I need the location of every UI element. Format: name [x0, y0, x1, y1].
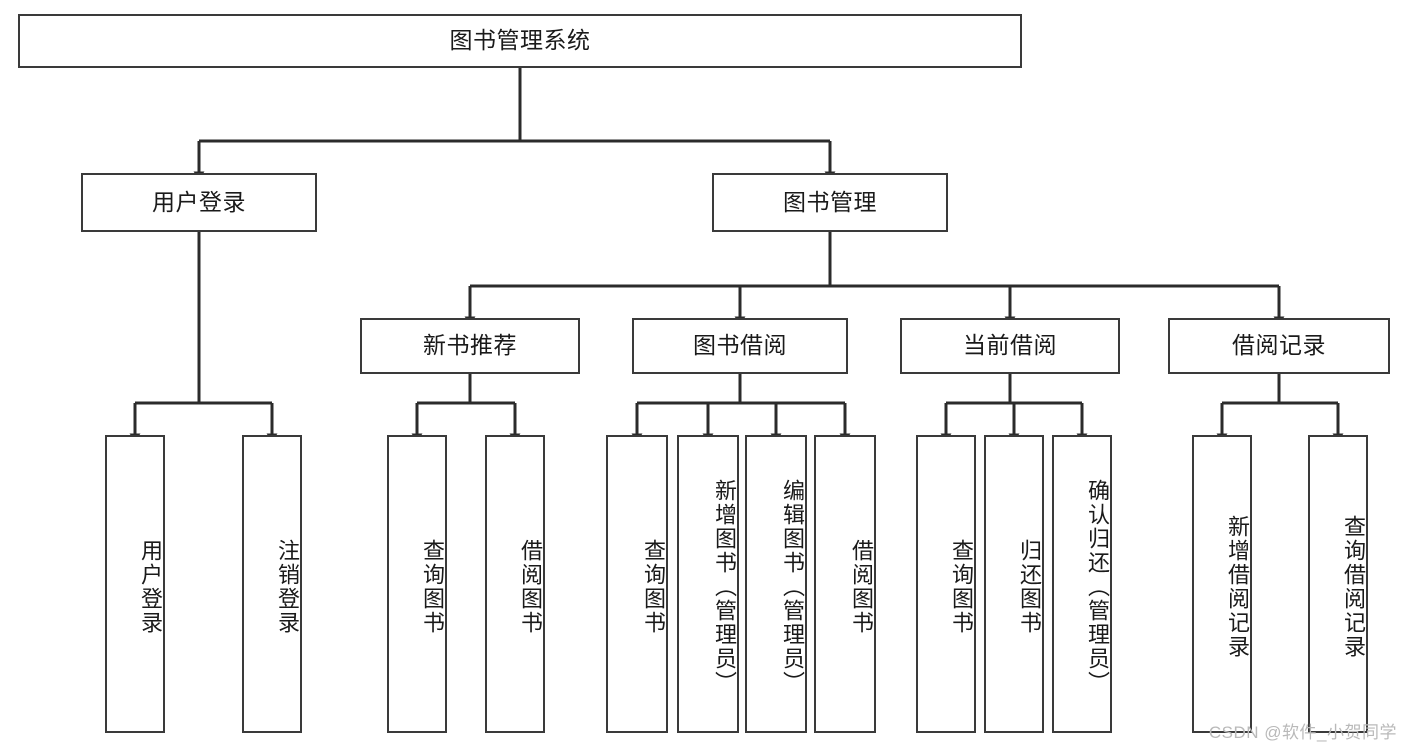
node-label: 查询图书: [949, 539, 974, 635]
node-label: 注销登录: [275, 539, 300, 635]
node-label: 编辑图书（管理员）: [780, 479, 805, 695]
node-user-login-leaf[interactable]: 用户登录: [105, 435, 165, 733]
node-label: 查询图书: [420, 539, 445, 635]
node-label: 归还图书: [1017, 539, 1042, 635]
node-records-query[interactable]: 查询借阅记录: [1308, 435, 1368, 733]
node-borrow-add-book[interactable]: 新增图书（管理员）: [677, 435, 739, 733]
node-label: 用户登录: [152, 188, 246, 215]
node-label: 借阅图书: [849, 539, 874, 635]
node-current-query-book[interactable]: 查询图书: [916, 435, 976, 733]
node-label: 查询借阅记录: [1341, 515, 1366, 659]
node-label: 借阅记录: [1232, 332, 1326, 359]
node-label: 图书管理系统: [449, 27, 591, 54]
node-borrow-query-book[interactable]: 查询图书: [606, 435, 668, 733]
node-book-management[interactable]: 图书管理: [712, 173, 948, 232]
node-current-confirm-return[interactable]: 确认归还（管理员）: [1052, 435, 1112, 733]
node-borrow-borrow-book[interactable]: 借阅图书: [814, 435, 876, 733]
node-current-return-book[interactable]: 归还图书: [984, 435, 1044, 733]
node-user-logout-leaf[interactable]: 注销登录: [242, 435, 302, 733]
node-label: 图书管理: [783, 188, 877, 215]
node-label: 新书推荐: [423, 332, 517, 359]
node-label: 当前借阅: [963, 332, 1057, 359]
node-new-book-recommend[interactable]: 新书推荐: [360, 318, 580, 374]
node-recommend-query-book[interactable]: 查询图书: [387, 435, 447, 733]
node-root[interactable]: 图书管理系统: [18, 14, 1022, 68]
node-label: 图书借阅: [693, 332, 787, 359]
node-recommend-borrow-book[interactable]: 借阅图书: [485, 435, 545, 733]
node-label: 用户登录: [138, 539, 163, 635]
node-book-borrow[interactable]: 图书借阅: [632, 318, 848, 374]
node-label: 确认归还（管理员）: [1085, 479, 1110, 695]
node-borrow-edit-book[interactable]: 编辑图书（管理员）: [745, 435, 807, 733]
node-label: 借阅图书: [518, 539, 543, 635]
node-current-borrow[interactable]: 当前借阅: [900, 318, 1120, 374]
node-records-add[interactable]: 新增借阅记录: [1192, 435, 1252, 733]
node-borrow-records[interactable]: 借阅记录: [1168, 318, 1390, 374]
node-user-login[interactable]: 用户登录: [81, 173, 317, 232]
node-label: 新增图书（管理员）: [712, 479, 737, 695]
node-label: 查询图书: [641, 539, 666, 635]
node-label: 新增借阅记录: [1225, 515, 1250, 659]
watermark-label: CSDN @软件_小贺同学: [1208, 723, 1397, 742]
